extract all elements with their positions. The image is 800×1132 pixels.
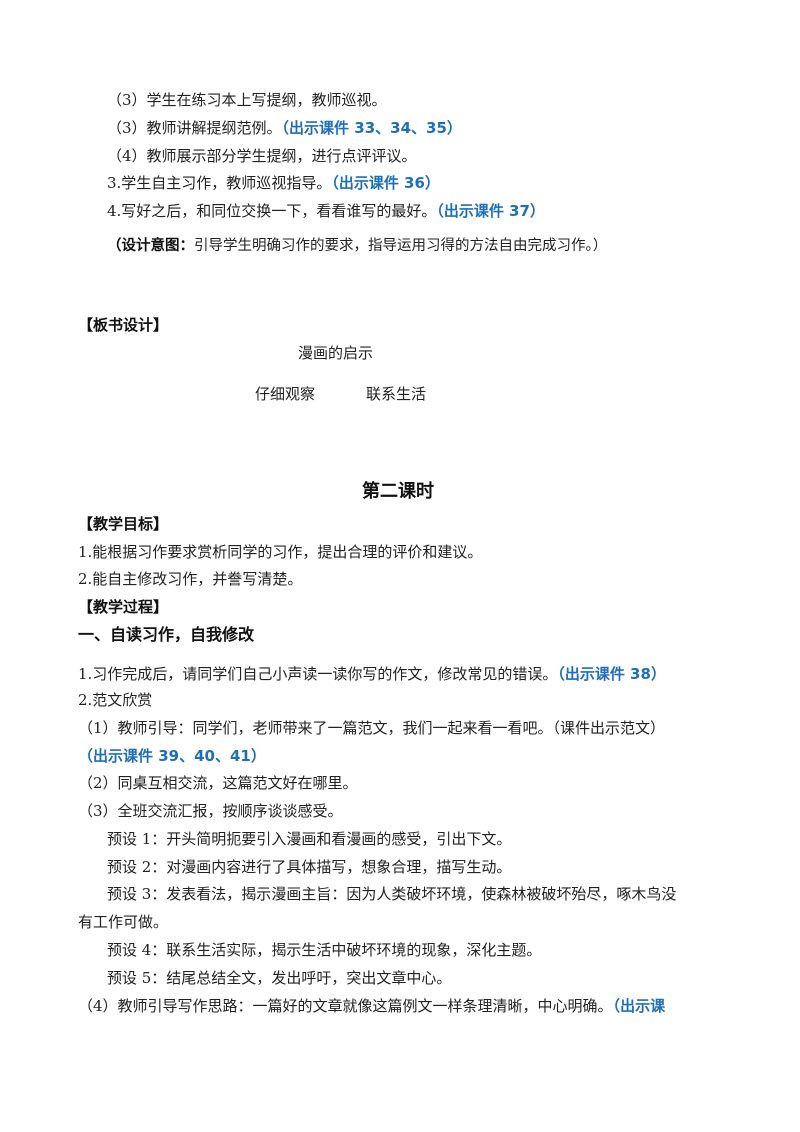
design-intent-text: 引导学生明确习作的要求，指导运用习得的方法自由完成习作。）: [194, 238, 608, 254]
design-intent-label: （设计意图：: [107, 238, 194, 254]
process-item-4: （2）同桌互相交流，这篇范文好在哪里。: [78, 774, 358, 792]
step-line-2: （3）教师讲解提纲范例。（出示课件 33、34、35）: [107, 118, 462, 138]
preset-5: 预设 5：结尾总结全文，发出呼吁，突出文章中心。: [107, 969, 452, 987]
step-text: （3）教师讲解提纲范例。: [107, 119, 282, 137]
preset-3-cont: 有工作可做。: [78, 913, 169, 931]
step-text: 4.写好之后，和同位交换一下，看看谁写的最好。: [107, 202, 437, 220]
courseware-ref: （出示课件 37）: [436, 202, 545, 220]
goal-2: 2.能自主修改习作，并誊写清楚。: [78, 570, 303, 588]
board-left-term: 仔细观察: [255, 385, 316, 403]
process-item-3: （1）教师引导：同学们，老师带来了一篇范文，我们一起来看一看吧。（课件出示范文）: [78, 719, 666, 737]
step-line-1: （3）学生在练习本上写提纲，教师巡视。: [107, 91, 387, 109]
board-design-heading: 【板书设计】: [78, 316, 169, 334]
goal-1: 1.能根据习作要求赏析同学的习作，提出合理的评价和建议。: [78, 543, 483, 561]
process-item-1: 1.习作完成后，请同学们自己小声读一读你写的作文，修改常见的错误。（出示课件 3…: [78, 664, 666, 684]
section-heading-1: 一、自读习作，自我修改: [78, 625, 255, 644]
lesson-title: 第二课时: [362, 481, 434, 502]
courseware-ref: （出示课件 38）: [557, 665, 666, 683]
step-line-3: （4）教师展示部分学生提纲，进行点评评议。: [107, 147, 417, 165]
preset-1: 预设 1：开头简明扼要引入漫画和看漫画的感受，引出下文。: [107, 830, 512, 848]
process-item-5: （3）全班交流汇报，按顺序谈谈感受。: [78, 802, 343, 820]
preset-2: 预设 2：对漫画内容进行了具体描写，想象合理，描写生动。: [107, 858, 512, 876]
step-line-4: 3.学生自主习作，教师巡视指导。（出示课件 36）: [107, 173, 440, 193]
board-title: 漫画的启示: [298, 344, 374, 362]
step-text: 3.学生自主习作，教师巡视指导。: [107, 174, 332, 192]
process-heading: 【教学过程】: [78, 598, 169, 616]
courseware-ref: （出示课: [612, 997, 666, 1015]
process-item-2: 2.范文欣赏: [78, 691, 153, 709]
preset-4: 预设 4：联系生活实际，揭示生活中破坏环境的现象，深化主题。: [107, 941, 542, 959]
process-item-6: （4）教师引导写作思路：一篇好的文章就像这篇例文一样条理清晰，中心明确。（出示课: [78, 996, 665, 1016]
board-right-term: 联系生活: [366, 385, 427, 403]
item-text: 1.习作完成后，请同学们自己小声读一读你写的作文，修改常见的错误。: [78, 665, 558, 683]
preset-3: 预设 3：发表看法，揭示漫画主旨：因为人类破坏环境，使森林被破坏殆尽，啄木鸟没: [107, 885, 677, 903]
item-text: （4）教师引导写作思路：一篇好的文章就像这篇例文一样条理清晰，中心明确。: [78, 997, 613, 1015]
courseware-ref: （出示课件 39、40、41）: [78, 747, 266, 765]
courseware-ref: （出示课件 33、34、35）: [281, 119, 462, 137]
courseware-ref: （出示课件 36）: [331, 174, 440, 192]
design-intent: （设计意图：引导学生明确习作的要求，指导运用习得的方法自由完成习作。）: [107, 236, 607, 256]
step-line-5: 4.写好之后，和同位交换一下，看看谁写的最好。（出示课件 37）: [107, 201, 545, 221]
goals-heading: 【教学目标】: [78, 515, 169, 533]
